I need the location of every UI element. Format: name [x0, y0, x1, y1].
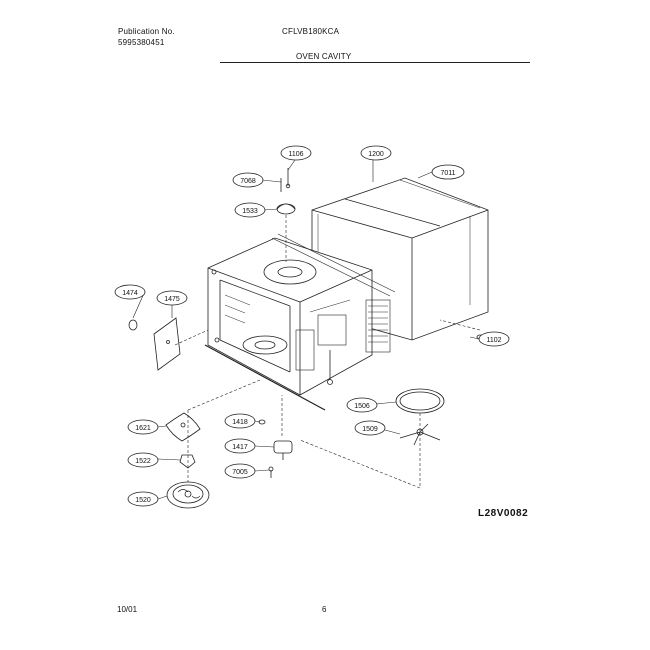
- callout-1522: 1522: [135, 458, 151, 465]
- small-parts: [128, 168, 484, 509]
- publication-label: Publication No.: [118, 27, 175, 36]
- callout-1200: 1200: [368, 151, 384, 158]
- publication-number: 5995380451: [118, 38, 165, 47]
- oven-cavity: [204, 233, 396, 411]
- callout-1475: 1475: [164, 296, 180, 303]
- page-number: 6: [322, 605, 327, 614]
- callout-1474: 1474: [122, 290, 138, 297]
- header-rule: [220, 62, 530, 63]
- callout-7011: 7011: [440, 170, 455, 177]
- callout-1106: 1106: [288, 151, 303, 158]
- callout-7068: 7068: [240, 178, 256, 185]
- model-number: CFLVB180KCA: [282, 27, 340, 36]
- footer-date: 10/01: [117, 605, 138, 614]
- callout-1520: 1520: [135, 497, 151, 504]
- diagram-code: L28V0082: [478, 508, 529, 519]
- callout-1417: 1417: [232, 444, 248, 451]
- callout-1533: 1533: [242, 208, 258, 215]
- callout-numbers: 1106 1200 7011 7068 1533 1474 1475 1102 …: [122, 151, 501, 504]
- callout-1509: 1509: [362, 426, 378, 433]
- leader-lines: [132, 159, 480, 500]
- assembly-lines: [174, 215, 481, 489]
- callout-1621: 1621: [135, 425, 151, 432]
- callout-1506: 1506: [354, 403, 370, 410]
- callout-1418: 1418: [232, 419, 248, 426]
- section-title: OVEN CAVITY: [296, 52, 352, 61]
- callout-1102: 1102: [486, 337, 501, 344]
- callout-7005: 7005: [232, 469, 248, 476]
- callout-bubbles: [114, 145, 510, 507]
